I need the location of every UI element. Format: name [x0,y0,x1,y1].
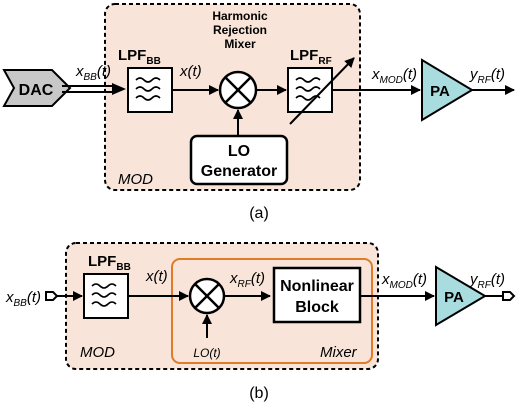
mixer-multiplier-icon [188,277,226,315]
mixer-region-b [171,258,373,364]
mixer-title-line3: Mixer [224,37,256,51]
mixer-title-line1: Harmonic [212,9,268,23]
lowpass-filter-icon [135,77,161,101]
nonlinear-line2: Block [295,299,339,316]
mod-label-a: MOD [118,171,153,188]
pa-label-a: PA [430,83,450,100]
lo-generator-line1: LO [228,143,250,160]
mixer-multiplier-icon [218,70,258,110]
pa-amplifier-icon: PA [421,58,474,122]
lo-label-b: LO(t) [193,346,220,360]
input-port-icon [45,291,59,301]
signal-xrf-b: xRF(t) [229,270,265,290]
dac-block: DAC [2,69,72,107]
diagram-a: DAC xBB(t) LPFBB x(t) Harmonic Rejection… [2,3,515,222]
mixer-label-b: Mixer [320,344,358,361]
signal-yrf-a: yRF(t) [469,66,505,86]
nonlinear-block: Nonlinear Block [272,266,362,324]
signal-x-b: x(t) [145,268,168,285]
lo-generator-block: LO Generator [189,134,289,186]
signal-x-a: x(t) [179,63,202,80]
signal-xmod-a: xMOD(t) [371,66,417,86]
lpf-rf-block-a [287,67,333,113]
caption-a: (a) [249,205,269,222]
caption-b: (b) [249,385,269,402]
mod-label-b: MOD [80,344,115,361]
output-port-icon [502,291,516,301]
pa-amplifier-icon: PA [435,265,487,327]
pa-label-b: PA [444,289,464,306]
signal-xbb-a: xBB(t) [75,63,111,83]
lpf-bb-block-b [83,273,129,319]
lowpass-filter-icon [91,283,117,307]
lpf-bb-label-b: LPFBB [88,253,131,273]
lpf-rf-label-a: LPFRF [290,47,332,67]
lpf-bb-block-a [127,67,173,113]
nonlinear-line1: Nonlinear [280,278,354,295]
dac-block-icon [2,69,72,107]
mixer-title-line2: Rejection [213,23,267,37]
signal-xmod-b: xMOD(t) [381,271,427,291]
lpf-bb-label-a: LPFBB [118,47,161,67]
signal-yrf-b: yRF(t) [469,271,505,291]
signal-xbb-b: xBB(t) [5,289,41,309]
dac-label: DAC [19,82,54,99]
diagram-b: xBB(t) LPFBB x(t) LO(t) xRF(t) N [5,242,516,402]
lo-generator-line2: Generator [201,163,277,180]
tunable-arrow-icon [289,57,355,125]
